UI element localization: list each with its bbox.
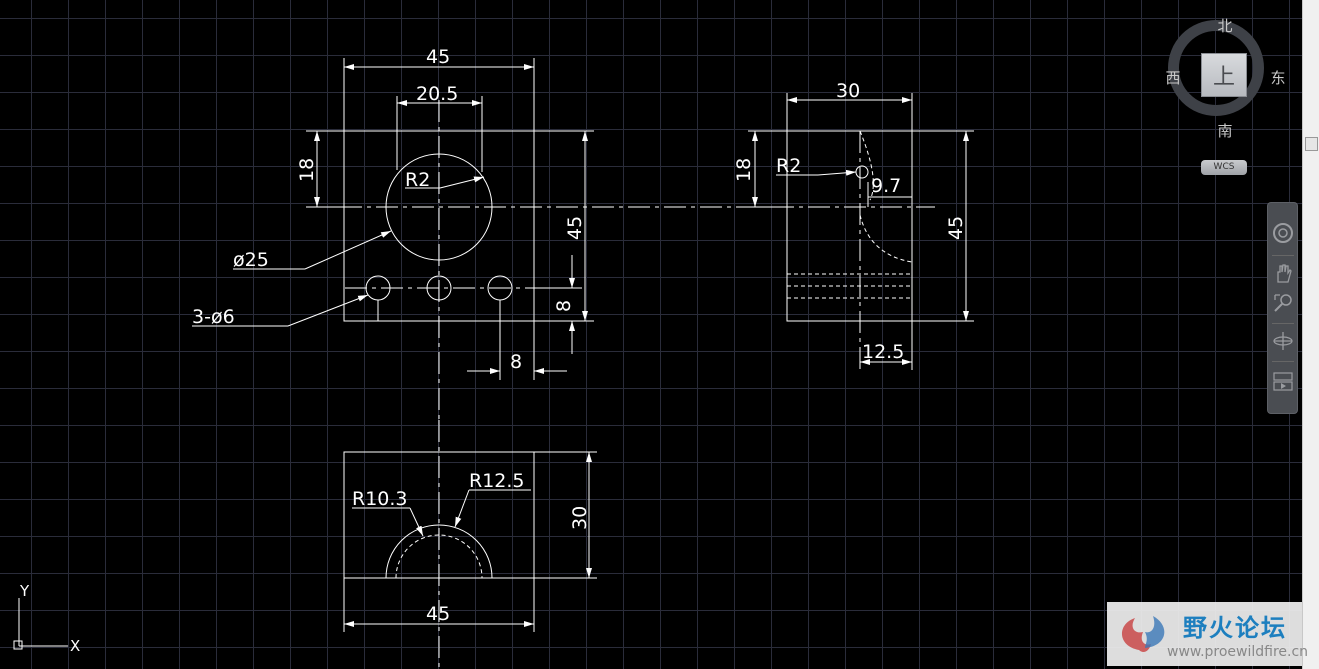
dim-inner-radius: R10.3 bbox=[352, 488, 408, 510]
plan-view: 45 20.5 18 45 8 8 bbox=[192, 46, 935, 430]
side-view: 30 18 R2 9.7 45 12.5 bbox=[733, 80, 974, 370]
dim-side-left-height: 18 bbox=[733, 158, 755, 182]
dim-side-right-height: 45 bbox=[945, 216, 967, 240]
dim-front-height: 30 bbox=[569, 506, 591, 530]
dim-side-depth: 9.7 bbox=[871, 175, 901, 197]
compass-north[interactable]: 北 bbox=[1217, 17, 1233, 35]
dim-side-radius: R2 bbox=[776, 155, 801, 177]
compass-west[interactable]: 西 bbox=[1165, 69, 1181, 87]
watermark-title: 野火论坛 bbox=[1183, 614, 1287, 642]
steering-wheel-icon[interactable] bbox=[1271, 219, 1295, 247]
dim-big-hole: ø25 bbox=[233, 249, 269, 271]
dim-hole-offset: 8 bbox=[553, 300, 575, 312]
ucs-icon: Y X bbox=[13, 582, 80, 655]
showmotion-icon[interactable] bbox=[1271, 367, 1295, 395]
dim-side-bottom-width: 12.5 bbox=[862, 341, 904, 363]
watermark-url: www.proewildfire.cn bbox=[1167, 644, 1309, 660]
dim-front-width: 45 bbox=[426, 603, 450, 625]
pan-hand-icon[interactable] bbox=[1271, 259, 1295, 287]
viewcube[interactable]: 北 南 西 东 上 WCS bbox=[1160, 10, 1290, 180]
compass-south[interactable]: 南 bbox=[1217, 122, 1233, 140]
orbit-icon[interactable] bbox=[1271, 327, 1295, 355]
dim-bore-width: 20.5 bbox=[416, 83, 458, 105]
viewcube-compass-ring[interactable] bbox=[1168, 20, 1264, 116]
navigation-bar bbox=[1267, 202, 1298, 414]
forum-watermark: 野火论坛 www.proewildfire.cn bbox=[1107, 602, 1308, 666]
ucs-x-label: X bbox=[70, 637, 80, 655]
front-view: R10.3 R12.5 30 45 bbox=[343, 420, 597, 669]
dim-plan-right-height: 45 bbox=[564, 216, 586, 240]
dim-side-width: 30 bbox=[836, 80, 860, 102]
dim-plan-radius: R2 bbox=[405, 169, 430, 191]
dim-top-width: 45 bbox=[426, 46, 450, 68]
dim-outer-radius: R12.5 bbox=[469, 470, 525, 492]
zoom-icon[interactable] bbox=[1271, 289, 1295, 317]
dim-plan-left-height: 18 bbox=[296, 158, 318, 182]
flame-logo-icon bbox=[1121, 616, 1165, 652]
wcs-menu-button[interactable]: WCS bbox=[1201, 160, 1247, 175]
ucs-y-label: Y bbox=[19, 582, 30, 600]
dim-small-holes: 3-ø6 bbox=[192, 306, 235, 328]
viewcube-top-face[interactable]: 上 bbox=[1201, 53, 1247, 97]
dim-hole-pitch: 8 bbox=[510, 351, 522, 373]
scrollbar-thumb[interactable] bbox=[1305, 137, 1318, 151]
compass-east[interactable]: 东 bbox=[1270, 69, 1286, 87]
vertical-scrollbar[interactable] bbox=[1302, 0, 1319, 669]
